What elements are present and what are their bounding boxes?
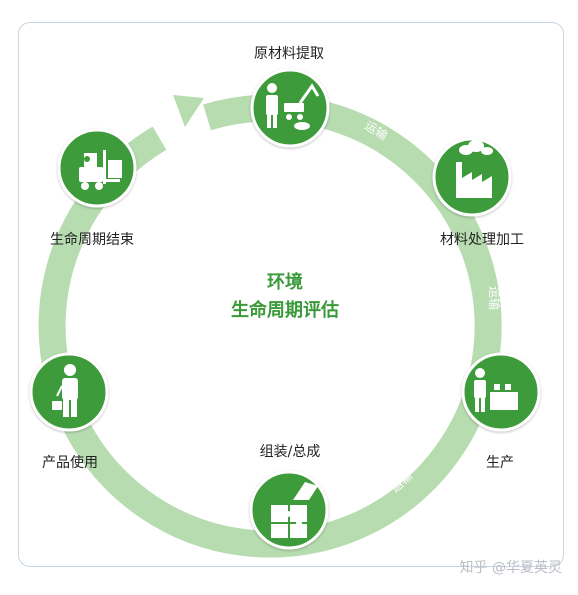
stage-label-end-of-life: 生命周期结束 [50, 231, 134, 248]
arrow-label-bottom-left: 运输 [170, 486, 198, 511]
mining-excavator-icon [266, 83, 320, 130]
cycle-ring [38, 94, 502, 558]
stage-label-use: 产品使用 [42, 454, 98, 471]
arrow-label-left: 运输 [70, 286, 85, 310]
center-title-line-2: 生命周期评估 [231, 299, 339, 321]
stage-assembly-node [249, 470, 329, 550]
puzzle-assembly-icon [271, 482, 318, 538]
forklift-icon [79, 150, 122, 190]
arrow-label-right: 运输 [487, 286, 502, 310]
stage-label-raw-material: 原材料提取 [254, 46, 324, 62]
center-title-line-1: 环境 [267, 271, 303, 293]
assembly-line-worker-icon [474, 368, 518, 412]
stage-label-assembly: 组装/总成 [260, 444, 321, 460]
shopper-icon [52, 364, 78, 417]
cycle-arrowhead [173, 95, 204, 127]
factory-icon [456, 140, 493, 198]
stage-label-production: 生产 [486, 455, 514, 471]
stage-label-processing: 材料处理加工 [440, 232, 524, 248]
watermark: 知乎 @华夏英灵 [459, 560, 562, 576]
